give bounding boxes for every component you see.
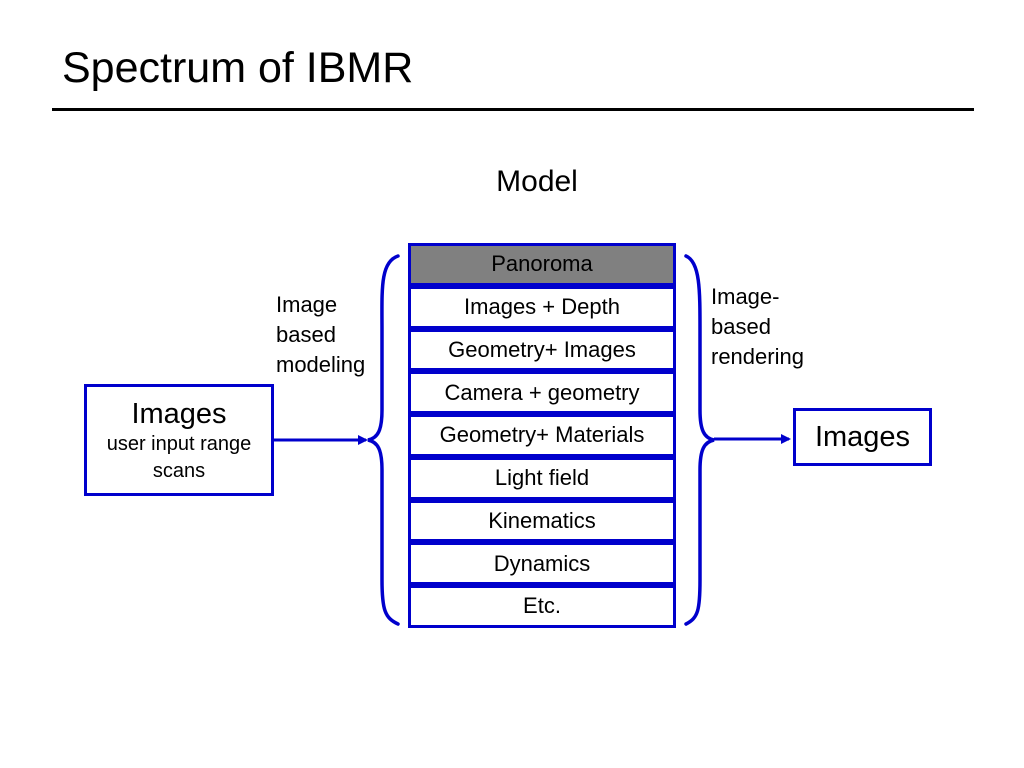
image-based-modeling-label: Image based modeling xyxy=(276,290,365,380)
model-stack: Panoroma Images + Depth Geometry+ Images… xyxy=(408,243,676,628)
right-label-line: Image- xyxy=(711,284,780,309)
input-images-box: Images user input range scans xyxy=(84,384,274,496)
model-heading: Model xyxy=(496,165,578,198)
model-item-dynamics: Dynamics xyxy=(408,542,676,585)
image-based-rendering-label: Image- based rendering xyxy=(711,282,804,372)
model-item-geometry-materials: Geometry+ Materials xyxy=(408,414,676,457)
model-item-geometry-images: Geometry+ Images xyxy=(408,328,676,372)
slide-title: Spectrum of IBMR xyxy=(62,44,414,92)
model-item-camera-geometry: Camera + geometry xyxy=(408,371,676,414)
output-images-title: Images xyxy=(814,421,911,453)
right-brace xyxy=(684,254,715,626)
model-item-etc: Etc. xyxy=(408,585,676,628)
right-label-line: based xyxy=(711,314,771,339)
left-label-line: Image xyxy=(276,292,338,317)
input-images-subtitle: user input range scans xyxy=(106,433,252,482)
model-item-panoroma: Panoroma xyxy=(408,243,676,286)
right-label-line: rendering xyxy=(711,344,804,369)
left-brace xyxy=(367,254,400,626)
left-label-line: modeling xyxy=(276,352,366,377)
model-item-images-depth: Images + Depth xyxy=(408,285,676,329)
title-underline xyxy=(52,108,974,111)
model-item-light-field: Light field xyxy=(408,456,676,500)
model-item-kinematics: Kinematics xyxy=(408,499,676,543)
input-images-title: Images xyxy=(131,398,227,430)
output-images-box: Images xyxy=(793,408,932,466)
left-label-line: based xyxy=(276,322,336,347)
